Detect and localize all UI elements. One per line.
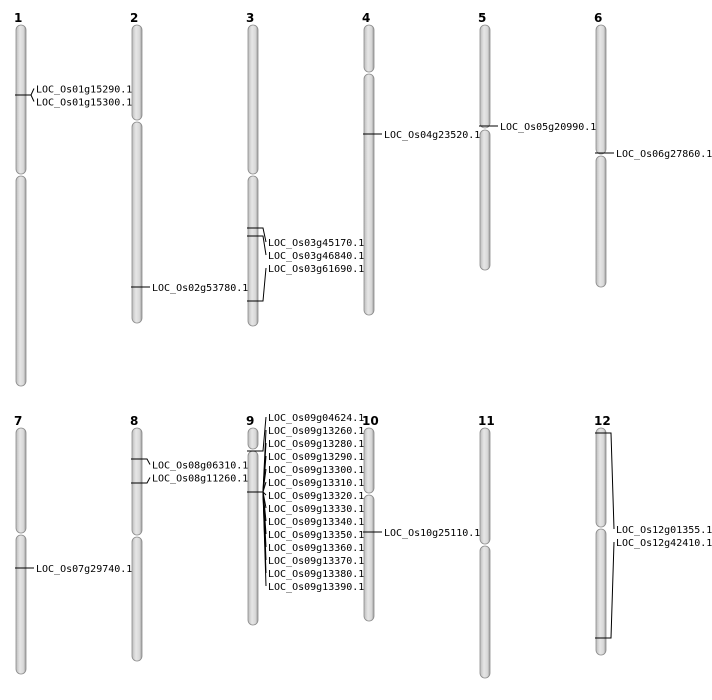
chromosome-arm-short <box>15 24 27 175</box>
chromosome-arm-long <box>479 129 491 271</box>
gene-label: LOC_Os03g45170.1 <box>268 238 364 249</box>
gene-leader-line <box>259 267 267 302</box>
chromosome-number: 6 <box>594 11 602 25</box>
gene-label: LOC_Os08g06310.1 <box>152 461 248 472</box>
chromosome-arm-long <box>15 175 27 387</box>
gene-label: LOC_Os10g25110.1 <box>384 528 480 539</box>
gene-label: LOC_Os09g13320.1 <box>268 491 364 502</box>
gene-label: LOC_Os02g53780.1 <box>152 283 248 294</box>
chromosome-arm-long <box>247 175 259 327</box>
chromosome-9: 9 LOC_Os09g04624.1LOC_Os09g13260.1LOC_Os0… <box>246 413 364 626</box>
gene-label: LOC_Os12g01355.1 <box>616 525 712 536</box>
gene-leader-line <box>607 541 615 639</box>
chromosome-arm-short <box>595 24 607 155</box>
chromosome-arm-short <box>247 427 259 450</box>
chromosome-number: 7 <box>14 414 22 428</box>
gene-label: LOC_Os09g13360.1 <box>268 543 364 554</box>
chromosome-arm-long <box>595 155 607 288</box>
chromosome-arm-short <box>363 24 375 73</box>
gene-leader-line <box>259 235 267 256</box>
gene-label: LOC_Os03g46840.1 <box>268 251 364 262</box>
chromosome-arm-long <box>363 494 375 622</box>
chromosome-arm-short <box>131 24 143 121</box>
gene-label: LOC_Os04g23520.1 <box>384 130 480 141</box>
gene-label: LOC_Os03g61690.1 <box>268 264 364 275</box>
chromosome-arm-long <box>247 450 259 626</box>
gene-leader-line <box>259 416 267 452</box>
chromosome-3: 3LOC_Os03g45170.1LOC_Os03g46840.1LOC_Os0… <box>246 11 364 327</box>
chromosome-number: 8 <box>130 414 138 428</box>
chromosome-number: 4 <box>362 11 370 25</box>
chromosome-arm-short <box>247 24 259 175</box>
gene-label: LOC_Os09g13350.1 <box>268 530 364 541</box>
gene-label: LOC_Os09g13370.1 <box>268 556 364 567</box>
chromosome-number: 2 <box>130 11 138 25</box>
chromosome-arm-short <box>363 427 375 494</box>
gene-label: LOC_Os05g20990.1 <box>500 122 596 133</box>
gene-label: LOC_Os08g11260.1 <box>152 474 248 485</box>
chromosome-number: 10 <box>362 414 379 428</box>
chromosome-arm-long <box>15 534 27 675</box>
gene-label: LOC_Os01g15300.1 <box>36 98 132 109</box>
chromosome-number: 3 <box>246 11 254 25</box>
chromosome-arm-long <box>363 73 375 316</box>
chromosome-arm-short <box>479 427 491 545</box>
chromosome-arm-short <box>479 24 491 129</box>
chromosome-arm-short <box>131 427 143 536</box>
chromosome-number: 5 <box>478 11 486 25</box>
gene-label: LOC_Os01g15290.1 <box>36 85 132 96</box>
gene-label: LOC_Os09g13300.1 <box>268 465 364 476</box>
chromosome-arm-long <box>595 528 607 656</box>
chromosome-layer: 1LOC_Os01g15290.1LOC_Os01g15300.12LOC_Os… <box>14 11 712 679</box>
gene-leader-line <box>27 88 35 96</box>
gene-leader-line <box>607 432 615 530</box>
gene-label: LOC_Os09g13310.1 <box>268 478 364 489</box>
gene-leader-line <box>27 94 35 102</box>
chromosome-arm-long <box>131 121 143 324</box>
gene-leader-line <box>259 481 267 493</box>
chromosome-number: 12 <box>594 414 611 428</box>
gene-leader-line <box>259 491 267 587</box>
gene-label: LOC_Os07g29740.1 <box>36 564 132 575</box>
gene-label: LOC_Os09g04624.1 <box>268 413 364 424</box>
chromosome-number: 1 <box>14 11 22 25</box>
chromosome-11: 11 <box>478 414 495 679</box>
gene-label: LOC_Os06g27860.1 <box>616 149 712 160</box>
gene-label: LOC_Os09g13290.1 <box>268 452 364 463</box>
gene-label: LOC_Os09g13280.1 <box>268 439 364 450</box>
gene-label: LOC_Os12g42410.1 <box>616 538 712 549</box>
chromosome-arm-long <box>479 545 491 679</box>
chromosome-arm-short <box>15 427 27 534</box>
gene-leader-line <box>143 458 151 465</box>
gene-leader-line <box>143 477 151 484</box>
chromosome-arm-short <box>595 427 607 528</box>
gene-label: LOC_Os09g13330.1 <box>268 504 364 515</box>
gene-label: LOC_Os09g13380.1 <box>268 569 364 580</box>
gene-leader-line <box>259 227 267 243</box>
chromosome-arm-long <box>131 536 143 662</box>
gene-label: LOC_Os09g13260.1 <box>268 426 364 437</box>
gene-label: LOC_Os09g13340.1 <box>268 517 364 528</box>
chromosome-number: 11 <box>478 414 495 428</box>
chromosome-number: 9 <box>246 414 254 428</box>
gene-label: LOC_Os09g13390.1 <box>268 582 364 593</box>
